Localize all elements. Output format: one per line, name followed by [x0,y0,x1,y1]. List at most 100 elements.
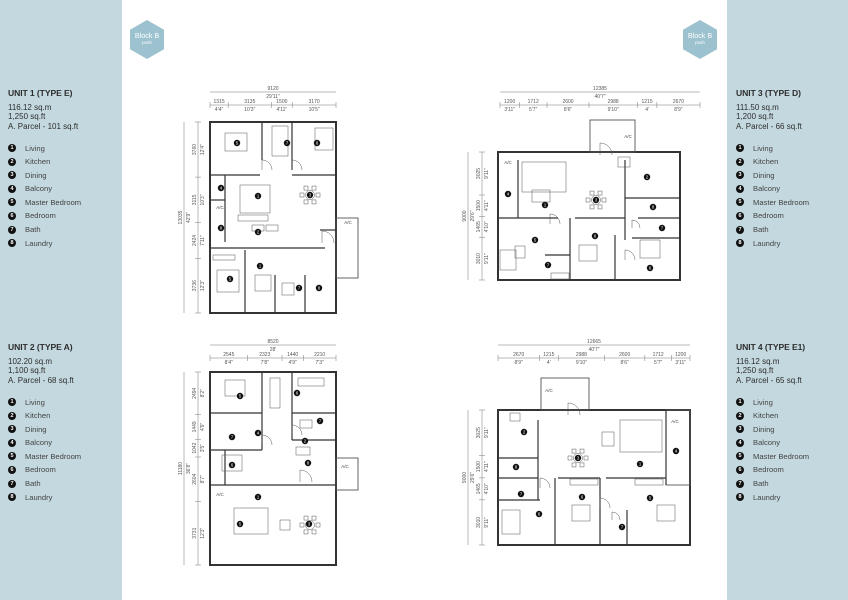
part-height-mm: 1500 [476,461,482,472]
room-number-marker-icon [316,417,324,425]
room-number: 2 [257,230,260,235]
legend-number-icon: 6 [736,211,744,220]
door-swing-icon [567,402,581,416]
room-number-marker-icon [646,494,654,502]
furniture [216,269,240,293]
room-number-marker-icon [672,447,680,455]
part-width-imperial: 9'10" [608,107,619,113]
room-legend: 1 Living 2 Kitchen 3 Dining 4 Balcony 5 … [736,395,848,504]
chair-icon [311,199,317,205]
legend-item: 7 Bath [8,223,123,237]
chair-icon [299,192,305,198]
balcony-ac-ledge [589,119,636,153]
legend-item: 8 Laundry [8,490,123,504]
furniture [521,161,567,193]
room-number-marker-icon [512,463,520,471]
legend-item: 3 Dining [8,168,123,182]
legend-number-icon: 2 [736,157,744,166]
legend-number-icon: 3 [8,171,16,180]
legend-label: Laundry [753,238,781,248]
part-height-imperial: 4'11" [484,200,490,211]
part-height-imperial: 10'3" [200,194,206,205]
furniture [269,377,281,409]
legend-item: 1 Living [8,141,123,155]
room-number-marker-icon [541,201,549,209]
badge-subtitle: posh [695,40,705,45]
part-width-mm: 2545 [223,352,234,358]
legend-number-icon: 8 [736,493,744,502]
legend-number-icon: 4 [736,184,744,193]
part-width-imperial: 10'3" [244,107,255,113]
part-width-imperial: 4'9" [289,360,298,366]
overall-width-mm: 9120 [267,86,278,92]
part-height-mm: 2494 [192,387,198,398]
door-swing-icon [291,424,303,436]
part-width-imperial: 4'11" [276,107,287,113]
chair-icon [303,199,309,205]
part-width-imperial: 3'11" [675,360,686,366]
part-width-mm: 2670 [673,99,684,105]
room-number: 6 [581,495,584,500]
room-number: 6 [316,141,319,146]
overall-height-mm: 9000 [462,472,468,483]
room-number-marker-icon [236,520,244,528]
room-number: 1 [639,462,642,467]
furniture [509,412,521,422]
part-width-imperial: 8'9" [674,107,683,113]
unit-title: UNIT 4 (TYPE E1) [736,342,806,352]
part-height-imperial: 9'11" [484,427,490,438]
room-number: 6 [594,234,597,239]
part-width-imperial: 8'6" [621,360,630,366]
room-number-marker-icon [531,236,539,244]
legend-item: 7 Bath [736,477,848,491]
overall-height-imperial: 29'6" [470,472,476,483]
part-width-mm: 2210 [314,352,325,358]
furniture [569,478,599,486]
furniture [639,239,661,259]
right-info-panel [727,0,848,600]
legend-number-icon: 6 [8,211,16,220]
legend-label: Balcony [25,438,53,448]
chair-icon [311,515,317,521]
legend-number-icon: 4 [8,184,16,193]
part-height-mm: 3010 [476,517,482,528]
legend-label: Dining [25,424,47,434]
furniture [656,504,676,522]
room-number: 7 [286,141,289,146]
part-width-imperial: 5'7" [529,107,538,113]
part-height-imperial: 9'11" [484,517,490,528]
room-number: 4 [507,192,510,197]
chair-icon [585,197,591,203]
area-sqm: 111.50 sq.m [736,103,779,112]
part-width-imperial: 7'3" [316,360,325,366]
dining-table-icon [305,520,315,530]
part-width-imperial: 9'10" [576,360,587,366]
furniture [254,274,272,292]
room-number-marker-icon [517,490,525,498]
legend-item: 4 Balcony [8,182,123,196]
door-swing-icon [599,497,611,509]
room-number-marker-icon [544,261,552,269]
part-width-imperial: 4' [645,107,649,113]
badge-subtitle: posh [142,40,152,45]
part-width-mm: 2323 [259,352,270,358]
dining-table-icon [305,190,315,200]
legend-item: 1 Living [736,141,848,155]
legend-item: 7 Bath [736,223,848,237]
furniture [237,214,269,222]
legend-item: 8 Laundry [736,236,848,250]
overall-height-imperial: 29'6" [470,210,476,221]
part-height-imperial: 4'10" [484,483,490,494]
door-swing-icon [539,477,551,489]
legend-item: 2 Kitchen [736,409,848,423]
room-number-marker-icon [217,184,225,192]
legend-label: Master Bedroom [25,197,82,207]
part-width-mm: 1215 [642,99,653,105]
legend-number-icon: 1 [8,398,16,407]
part-height-imperial: 4'9" [200,423,206,432]
room-number: 7 [621,525,624,530]
room-number-marker-icon [226,275,234,283]
door-swing-icon [299,469,313,483]
part-height-mm: 3025 [476,168,482,179]
room-number: 7 [661,226,664,231]
